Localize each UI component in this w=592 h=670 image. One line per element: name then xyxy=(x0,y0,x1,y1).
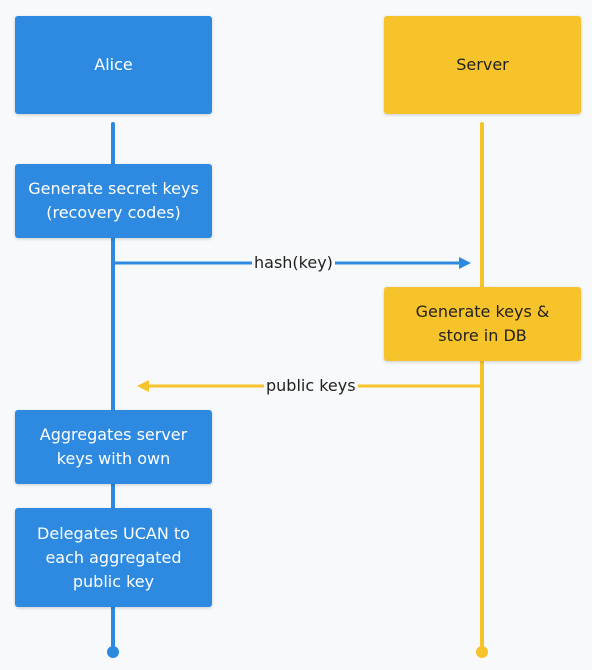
generate-secret-keys-text: Generate secret keys (recovery codes) xyxy=(28,179,199,222)
delegate-ucan-step: Delegates UCAN to each aggregated public… xyxy=(15,508,212,607)
generate-store-keys-text: Generate keys & store in DB xyxy=(415,302,550,345)
delegate-ucan-text: Delegates UCAN to each aggregated public… xyxy=(37,523,190,591)
server-lifeline-end-dot xyxy=(476,646,488,658)
server-participant-label: Server xyxy=(456,55,509,74)
alice-participant-label: Alice xyxy=(94,55,133,74)
server-participant: Server xyxy=(384,16,581,114)
hash-message-label: hash(key) xyxy=(252,253,335,273)
aggregate-keys-step: Aggregates server keys with own xyxy=(15,410,212,484)
alice-participant: Alice xyxy=(15,16,212,114)
generate-store-keys-step: Generate keys & store in DB xyxy=(384,287,581,361)
alice-lifeline-end-dot xyxy=(107,646,119,658)
public-keys-message-label: public keys xyxy=(264,376,358,396)
hash-arrowhead xyxy=(459,257,471,269)
generate-secret-keys-step: Generate secret keys (recovery codes) xyxy=(15,164,212,238)
aggregate-keys-text: Aggregates server keys with own xyxy=(39,425,188,468)
alice-lifeline xyxy=(111,122,115,652)
public-keys-arrowhead xyxy=(137,380,149,392)
